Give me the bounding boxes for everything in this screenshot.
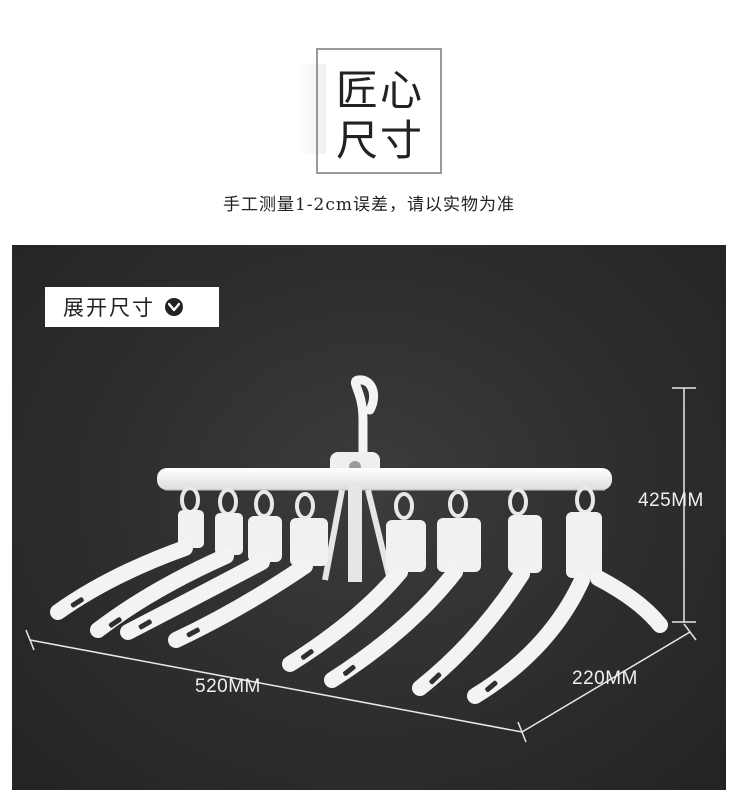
frame-shadow: [296, 64, 326, 154]
title-line-2: 尺寸: [335, 116, 424, 165]
title-frame: 匠心 尺寸: [296, 40, 442, 176]
unfolded-size-text: 展开尺寸: [63, 296, 155, 320]
title-line-1: 匠心: [335, 66, 424, 115]
hanger-bar: [157, 468, 612, 490]
height-dimension: 425MM: [638, 490, 704, 511]
dimension-lines: [25, 387, 697, 743]
frame-line-top: [316, 48, 442, 50]
center-strut: [348, 482, 362, 582]
width-dimension: 520MM: [195, 676, 261, 697]
hanger-hook: [351, 375, 378, 460]
page-title: 匠心 尺寸: [332, 66, 428, 166]
depth-dimension: 220MM: [572, 668, 638, 689]
unfolded-size-label: 展开尺寸: [45, 287, 219, 327]
frame-line-left: [316, 48, 318, 174]
subtitle: 手工测量1-2cm误差，请以实物为准: [222, 195, 516, 215]
chevron-down-circle-icon: [165, 298, 183, 316]
frame-line-right: [440, 48, 442, 174]
hanger-arms: [50, 486, 668, 704]
product-panel: [12, 245, 726, 790]
frame-line-bottom: [316, 172, 442, 174]
